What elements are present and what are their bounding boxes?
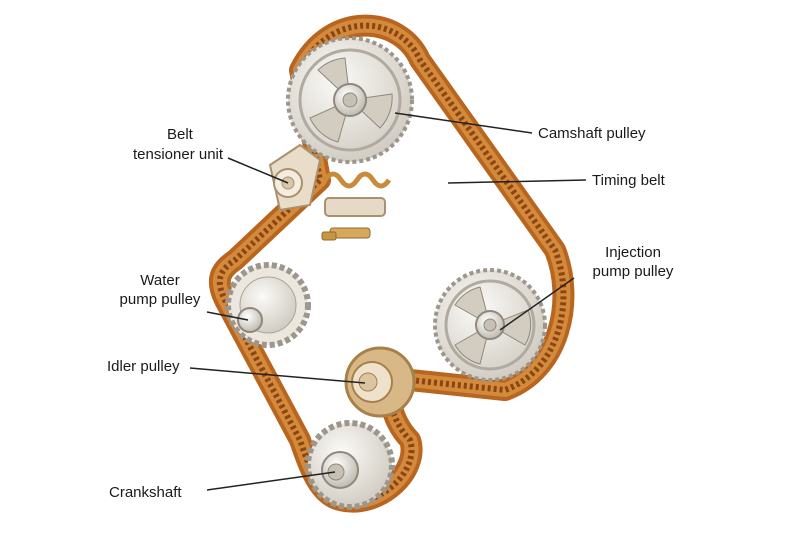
label-crankshaft: Crankshaft <box>109 484 182 501</box>
label-injection-line2: pump pulley <box>592 263 674 280</box>
label-water-line2: pump pulley <box>119 291 201 308</box>
label-camshaft-pulley: Camshaft pulley <box>538 125 646 142</box>
label-idler-pulley: Idler pulley <box>107 358 180 375</box>
water-pump-pulley <box>225 262 311 348</box>
camshaft-pulley <box>286 36 414 164</box>
label-belt-tensioner-line1: Belt <box>167 126 193 143</box>
idler-pulley <box>344 346 416 418</box>
leader-water-pump <box>206 311 249 321</box>
crankshaft-pulley <box>305 420 395 510</box>
label-belt-tensioner-line2: tensioner unit <box>133 146 224 163</box>
label-injection-line1: Injection <box>605 244 661 261</box>
timing-belt <box>208 14 575 513</box>
leader-camshaft <box>394 112 533 134</box>
label-timing-belt: Timing belt <box>592 172 665 189</box>
leader-lines <box>189 112 587 491</box>
leader-injection <box>499 277 575 331</box>
injection-pump-pulley <box>433 268 547 382</box>
label-water-line1: Water <box>140 272 180 289</box>
leader-belt-tensioner <box>227 157 289 184</box>
belt-tensioner-unit <box>268 143 392 241</box>
leader-idler <box>189 367 366 384</box>
leader-crankshaft <box>206 471 336 491</box>
leader-timing-belt <box>447 179 587 184</box>
